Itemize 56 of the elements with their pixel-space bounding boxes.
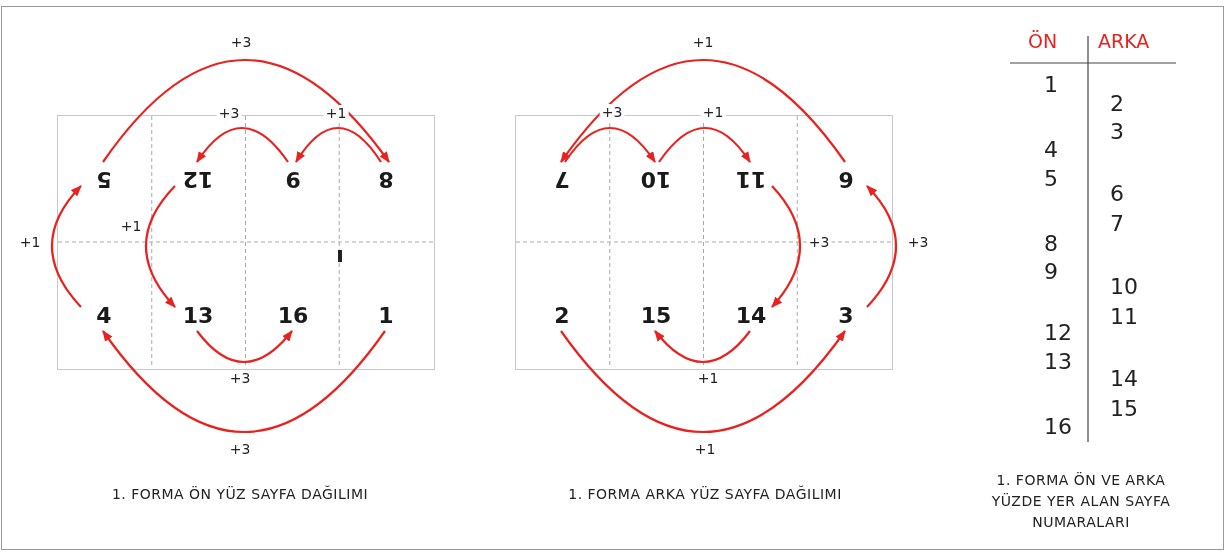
column-header: ÖN bbox=[1028, 30, 1058, 52]
arrow bbox=[560, 59, 846, 163]
page-number-entry: 7 bbox=[1110, 211, 1124, 236]
edge-label: +3 bbox=[216, 105, 242, 121]
page-number-entry: 10 bbox=[1110, 274, 1138, 299]
page-number: 11 bbox=[729, 163, 773, 195]
page-number: 1 bbox=[364, 300, 408, 332]
printed-sheet bbox=[515, 115, 893, 370]
edge-label: +1 bbox=[700, 104, 726, 120]
column-header: ARKA bbox=[1098, 30, 1150, 52]
arrow bbox=[295, 126, 382, 163]
page-number-entry: 14 bbox=[1110, 366, 1138, 391]
page-number-entry: 9 bbox=[1044, 259, 1058, 284]
page-number: 5 bbox=[82, 163, 126, 195]
caption: 1. FORMA ÖN VE ARKA YÜZDE YER ALAN SAYFA NUMARALARI bbox=[990, 471, 1172, 532]
page-number-entry: 5 bbox=[1044, 166, 1058, 191]
arrow bbox=[144, 185, 176, 308]
page-number-entry: 2 bbox=[1110, 91, 1124, 116]
page-number: 4 bbox=[82, 300, 126, 332]
page-number-entry: 4 bbox=[1044, 137, 1058, 162]
arrow bbox=[50, 185, 82, 308]
page-number-entry: 15 bbox=[1110, 396, 1138, 421]
page-number-entry: 6 bbox=[1110, 181, 1124, 206]
arrow bbox=[658, 126, 751, 163]
page-number: 3 bbox=[824, 300, 868, 332]
page-number-entry: 1 bbox=[1044, 72, 1058, 97]
page-number: 14 bbox=[729, 300, 773, 332]
page-number: 15 bbox=[634, 300, 678, 332]
page-number-entry: 3 bbox=[1110, 119, 1124, 144]
page-number: 2 bbox=[540, 300, 584, 332]
page-number-entry: 16 bbox=[1044, 414, 1072, 439]
arrow bbox=[196, 330, 293, 364]
page-number: 9 bbox=[271, 163, 315, 195]
page-number-entry: 11 bbox=[1110, 304, 1138, 329]
page-number: 12 bbox=[176, 163, 220, 195]
arrow bbox=[771, 185, 802, 308]
page-number: 8 bbox=[364, 163, 408, 195]
arrow bbox=[560, 330, 846, 433]
page-number: 7 bbox=[540, 163, 584, 195]
page-number-entry: 8 bbox=[1044, 231, 1058, 256]
edge-label: +1 bbox=[323, 105, 349, 121]
page-number: 6 bbox=[824, 163, 868, 195]
arrow bbox=[866, 185, 898, 308]
caption: 1. FORMA ÖN YÜZ SAYFA DAĞILIMI bbox=[111, 486, 369, 502]
arrow bbox=[196, 126, 289, 163]
page-number: 16 bbox=[271, 300, 315, 332]
page-number-entry: 12 bbox=[1044, 320, 1072, 345]
page-number: 13 bbox=[176, 300, 220, 332]
arrow bbox=[102, 59, 390, 163]
edge-label: +3 bbox=[599, 104, 625, 120]
page-number: 10 bbox=[634, 163, 678, 195]
arrow bbox=[564, 126, 656, 163]
caption: 1. FORMA ARKA YÜZ SAYFA DAĞILIMI bbox=[568, 486, 842, 502]
arrow bbox=[654, 330, 751, 364]
arrow bbox=[102, 330, 386, 433]
page-number-entry: 13 bbox=[1044, 349, 1072, 374]
